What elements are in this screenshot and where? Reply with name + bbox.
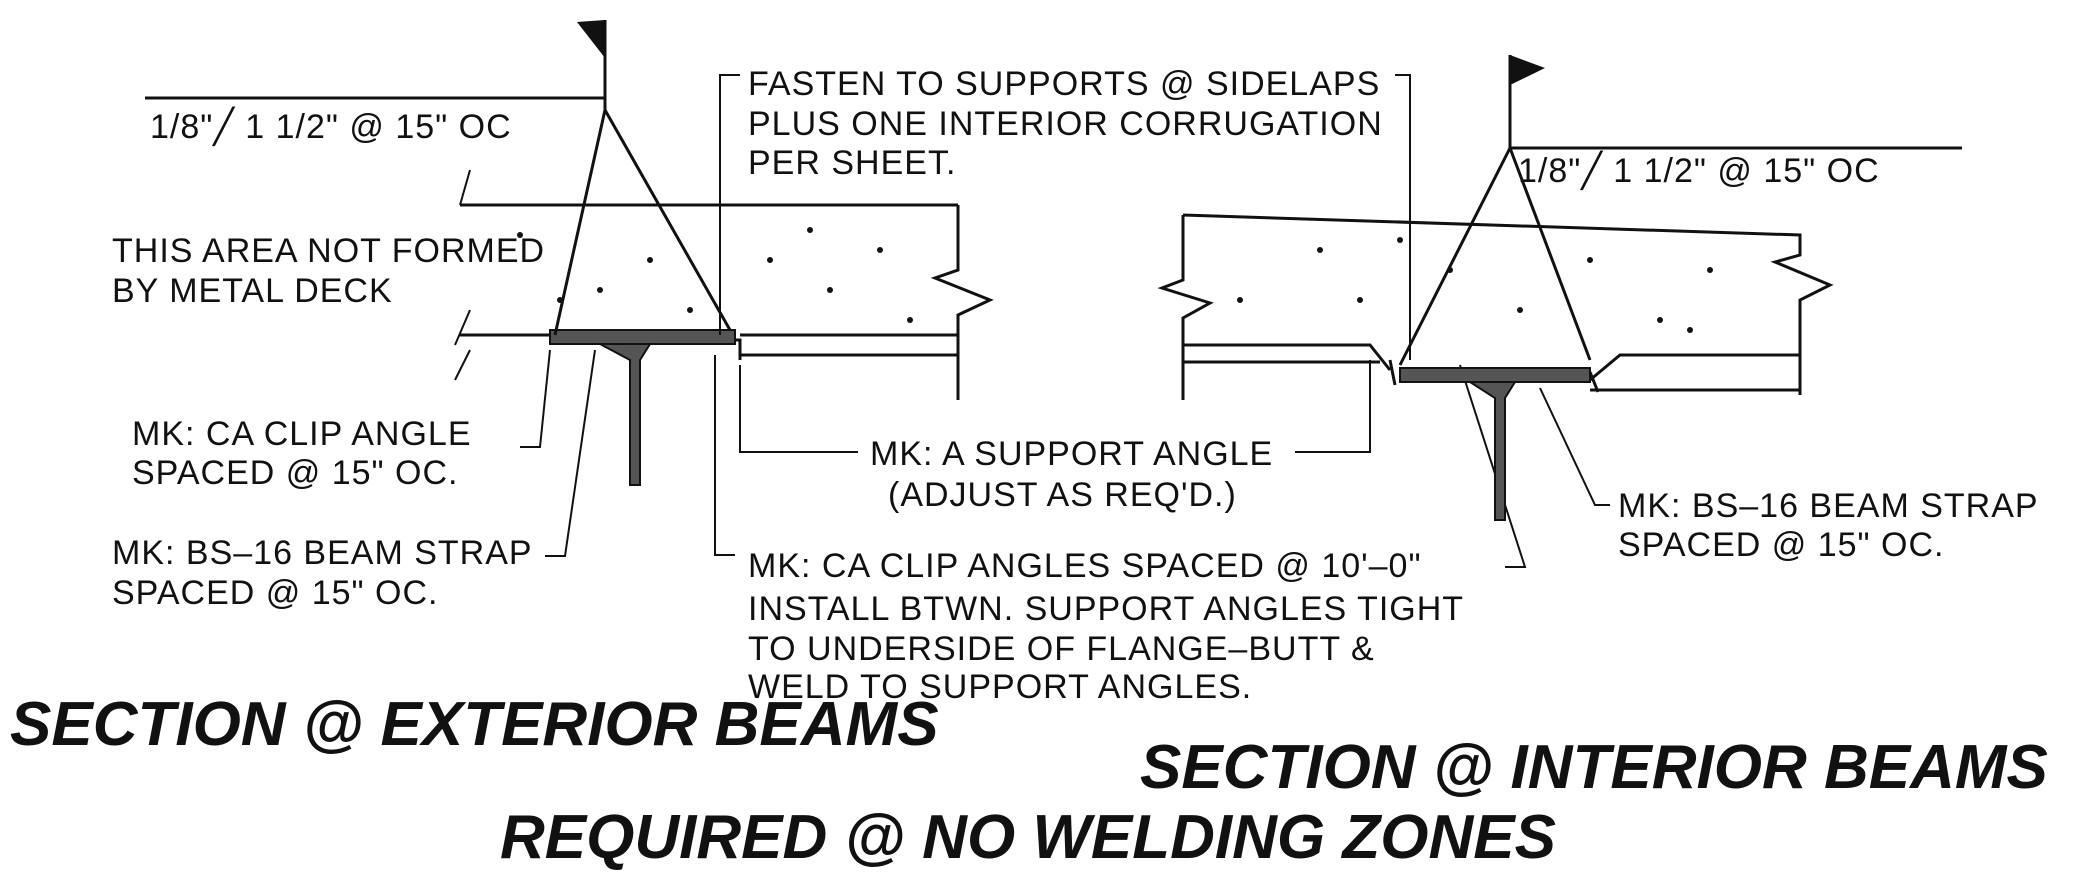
support-angle-note-1: MK: A SUPPORT ANGLE [870, 435, 1273, 473]
exterior-weld-symbol: 1/8"╱ 1 1/2" @ 15" OC [150, 106, 512, 147]
interior-deck-left [1183, 343, 1392, 371]
subtitle-no-welding-zones: REQUIRED @ NO WELDING ZONES [500, 803, 1556, 872]
clip-angles-note-3: TO UNDERSIDE OF FLANGE–BUTT & [748, 630, 1375, 668]
exterior-beam-web [599, 343, 652, 486]
interior-concrete-aggregate [1237, 237, 1713, 333]
fasten-note-1: FASTEN TO SUPPORTS @ SIDELAPS [748, 65, 1380, 103]
interior-support-angles [1388, 359, 1600, 393]
exterior-clip-leader [520, 349, 551, 448]
exterior-beam-strap [549, 329, 736, 345]
support-angle-leader [739, 360, 1371, 453]
title-exterior-beams: SECTION @ EXTERIOR BEAMS [10, 690, 939, 759]
exterior-weld-leader [145, 96, 732, 336]
shared-notes: FASTEN TO SUPPORTS @ SIDELAPS PLUS ONE I… [714, 65, 1527, 706]
title-interior-beams: SECTION @ INTERIOR BEAMS [1140, 733, 2048, 802]
exterior-note-clip-angle-2: SPACED @ 15" OC. [132, 454, 458, 492]
support-angle-note-2: (ADJUST AS REQ'D.) [888, 476, 1237, 514]
exterior-note-not-formed-1: THIS AREA NOT FORMED [112, 232, 545, 270]
exterior-concrete-aggregate [517, 227, 913, 323]
clip-angles-note-1: MK: CA CLIP ANGLES SPACED @ 10'–0" [748, 547, 1422, 585]
exterior-note-beam-strap-2: SPACED @ 15" OC. [112, 574, 438, 612]
exterior-slab-left-edge [454, 169, 471, 381]
clip-angles-note-4: WELD TO SUPPORT ANGLES. [748, 668, 1252, 706]
interior-deck-right [1589, 353, 1800, 392]
fasten-note-2: PLUS ONE INTERIOR CORRUGATION [748, 105, 1383, 143]
exterior-note-beam-strap-1: MK: BS–16 BEAM STRAP [112, 534, 533, 572]
exterior-note-clip-angle-1: MK: CA CLIP ANGLE [132, 415, 472, 453]
interior-beam-strap [1399, 367, 1591, 383]
exterior-section: 1/8"╱ 1 1/2" @ 15" OC THIS AREA NOT FORM… [112, 20, 994, 612]
clip-angles-leader [714, 355, 1527, 568]
exterior-weld-flag-pennant [577, 20, 605, 58]
interior-beam-web [1466, 381, 1517, 521]
interior-note-beam-strap-2: SPACED @ 15" OC. [1618, 526, 1944, 564]
interior-strap-leader [1539, 387, 1610, 506]
interior-weld-symbol: 1/8"╱ 1 1/2" @ 15" OC [1518, 150, 1880, 191]
clip-angles-note-2: INSTALL BTWN. SUPPORT ANGLES TIGHT [748, 590, 1464, 628]
interior-slab-outline [1157, 213, 1834, 400]
exterior-slab-outline [460, 203, 994, 400]
interior-weld-leader [1398, 146, 1962, 366]
exterior-strap-leader [545, 349, 596, 557]
interior-weld-flag-pennant [1510, 55, 1545, 85]
exterior-support-angle [735, 338, 742, 360]
interior-note-beam-strap-1: MK: BS–16 BEAM STRAP [1618, 487, 2039, 525]
fasten-note-3: PER SHEET. [748, 144, 956, 182]
exterior-note-not-formed-2: BY METAL DECK [112, 272, 393, 310]
fasten-leader [719, 74, 1411, 360]
interior-section: 1/8"╱ 1 1/2" @ 15" OC MK: BS–16 BEAM STR… [1157, 55, 2039, 564]
